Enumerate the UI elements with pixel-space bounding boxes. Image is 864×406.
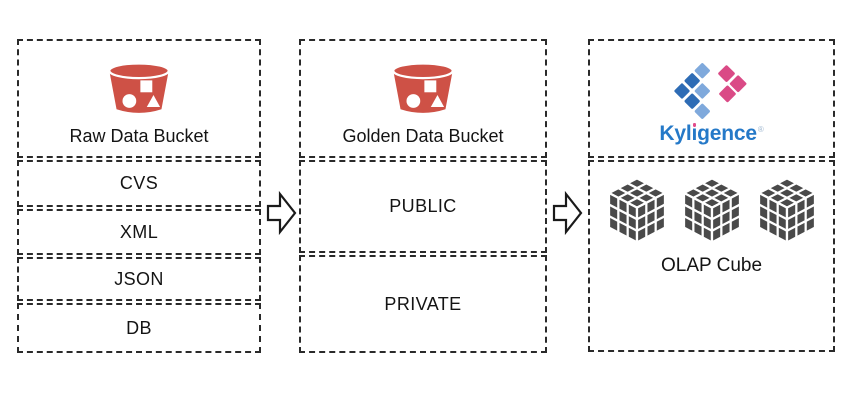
panel-title: Raw Data Bucket (69, 125, 209, 146)
row-label: PRIVATE (384, 293, 462, 314)
kyligence-diamond-logo-icon (673, 63, 746, 119)
row-public: PUBLIC (299, 160, 547, 253)
raw-bucket-header: Raw Data Bucket (17, 39, 261, 158)
flow-arrow-icon (266, 192, 297, 234)
row-label: DB (126, 317, 152, 338)
flow-arrow-icon (552, 192, 583, 234)
row-label: PUBLIC (389, 196, 457, 216)
row-label: XML (119, 221, 159, 242)
row-private: PRIVATE (299, 255, 547, 353)
registered-trademark-symbol: ® (757, 124, 764, 134)
olap-cube-box: OLAP Cube (588, 160, 835, 352)
row-json: JSON (17, 257, 261, 301)
row-xml: XML (17, 209, 261, 255)
pink-tittle-dot (692, 123, 697, 128)
panel-title: Golden Data Bucket (342, 125, 504, 146)
cube-row (605, 177, 819, 245)
row-label: CVS (119, 173, 159, 193)
row-cvs: CVS (17, 160, 261, 207)
golden-bucket-header: Golden Data Bucket (299, 39, 547, 158)
golden-data-bucket-panel: Golden Data Bucket PUBLIC PRIVATE (299, 39, 547, 353)
s3-bucket-icon (392, 61, 454, 114)
olap-cube-icon (757, 177, 816, 244)
row-label: JSON (114, 268, 164, 289)
raw-data-bucket-panel: Raw Data Bucket CVS XML JSON DB (17, 39, 261, 353)
wordmark-part: Kyl (659, 121, 692, 145)
olap-cube-caption: OLAP Cube (660, 255, 763, 276)
olap-cube-icon (607, 177, 666, 244)
olap-cube-icon (682, 177, 741, 244)
row-db: DB (17, 303, 261, 353)
s3-bucket-icon (108, 61, 170, 114)
wordmark-i: ı (691, 121, 698, 145)
wordmark-part: gence (697, 121, 757, 145)
